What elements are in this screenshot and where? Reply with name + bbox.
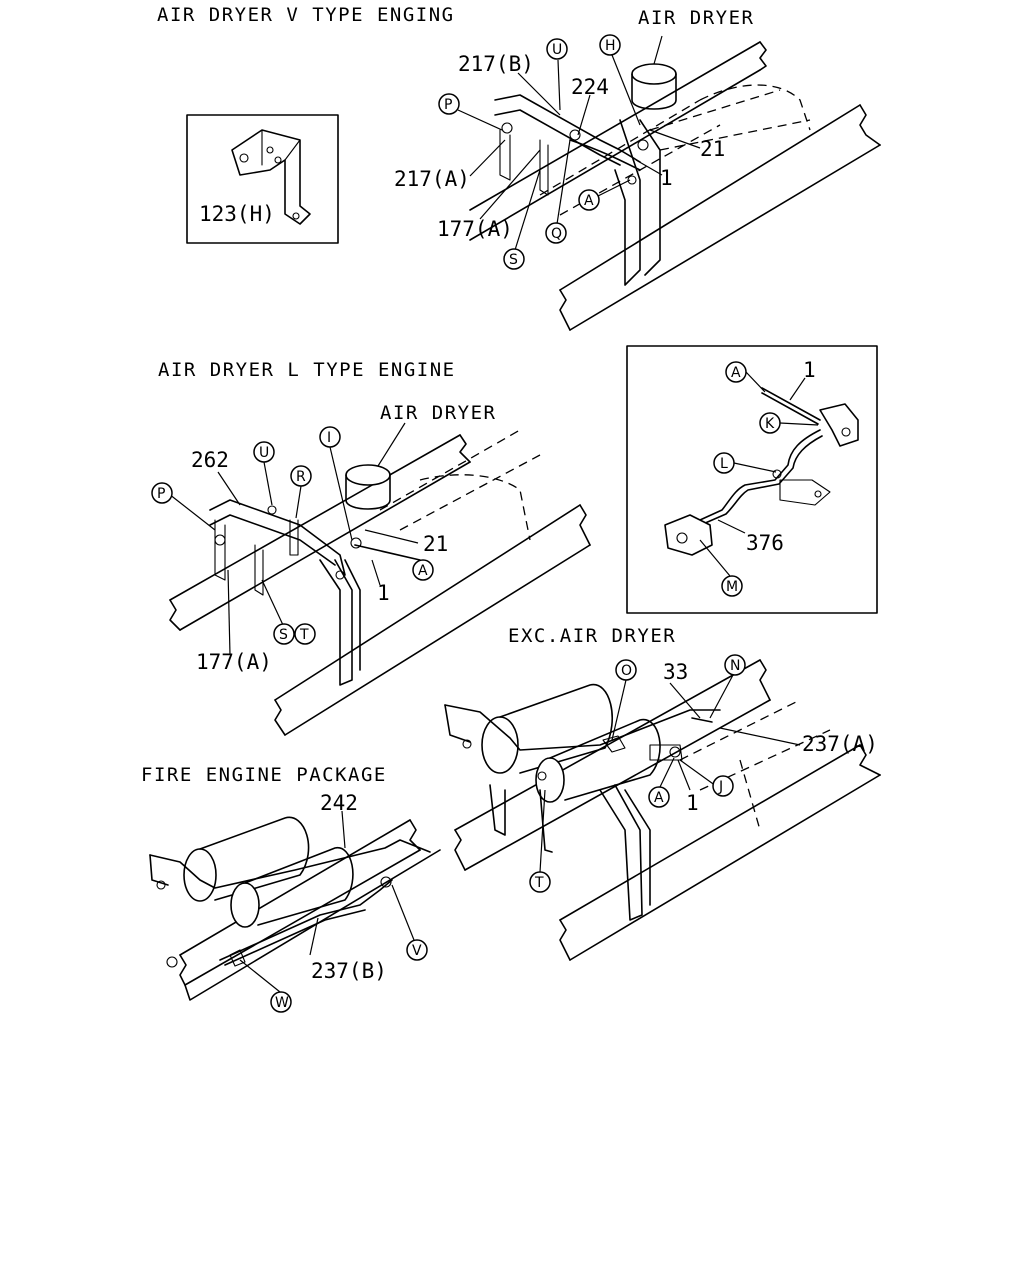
svg-text:I: I	[327, 430, 331, 446]
svg-text:A: A	[584, 193, 594, 209]
part-262: 262	[191, 448, 229, 472]
part-237a: 237(A)	[802, 732, 878, 756]
svg-text:L: L	[720, 456, 728, 472]
frame-exc	[444, 659, 881, 961]
callout-e-o: O	[615, 659, 637, 681]
callout-d-a: A	[725, 361, 747, 383]
bracket-123h-drawing	[231, 129, 311, 225]
part-1-exc: 1	[686, 791, 699, 815]
callout-l-r: R	[290, 465, 312, 487]
callout-d-m: M	[721, 575, 743, 597]
part-123h: 123(H)	[199, 202, 275, 226]
svg-text:A: A	[731, 365, 741, 381]
section-title-l-type: AIR DRYER L TYPE ENGINE	[158, 359, 456, 381]
part-177a-v: 177(A)	[437, 217, 513, 241]
callout-v-a: A	[578, 189, 600, 211]
svg-text:T: T	[299, 627, 309, 643]
part-1-l: 1	[377, 581, 390, 605]
svg-text:Q: Q	[551, 226, 562, 242]
part-1-detail: 1	[803, 358, 816, 382]
section-exc-air-dryer: EXC.AIR DRYER	[444, 625, 881, 961]
svg-text:U: U	[259, 445, 269, 461]
section-title-v-type: AIR DRYER V TYPE ENGING	[157, 4, 455, 26]
callout-l-i: I	[319, 426, 341, 448]
svg-text:W: W	[275, 995, 289, 1011]
part-224: 224	[571, 75, 609, 99]
frame-fire	[149, 816, 441, 1001]
svg-text:P: P	[444, 97, 452, 113]
svg-text:S: S	[509, 252, 518, 268]
callout-e-j: J	[712, 775, 734, 797]
part-376: 376	[746, 531, 784, 555]
callout-v-h: H	[599, 34, 621, 56]
callout-l-s: S	[273, 623, 295, 645]
section-title-fire: FIRE ENGINE PACKAGE	[141, 764, 387, 786]
callout-v-u: U	[546, 38, 568, 60]
callout-v-p: P	[438, 93, 460, 115]
svg-text:M: M	[726, 579, 738, 595]
air-dryer-label-v: AIR DRYER	[638, 7, 754, 29]
svg-text:N: N	[730, 658, 740, 674]
callout-f-v: V	[406, 939, 428, 961]
svg-text:A: A	[418, 563, 428, 579]
callout-d-l: L	[713, 452, 735, 474]
svg-text:K: K	[765, 416, 775, 432]
callout-f-w: W	[270, 991, 292, 1013]
callout-l-u: U	[253, 441, 275, 463]
svg-text:J: J	[718, 779, 723, 795]
section-title-exc: EXC.AIR DRYER	[508, 625, 676, 647]
inset-box-bracket	[186, 114, 339, 244]
callout-l-a: A	[412, 559, 434, 581]
svg-text:V: V	[412, 943, 422, 959]
svg-text:H: H	[605, 38, 616, 54]
callout-l-t: T	[294, 623, 316, 645]
callout-v-s: S	[503, 248, 525, 270]
part-33: 33	[663, 660, 688, 684]
part-21-v: 21	[700, 137, 725, 161]
svg-text:T: T	[534, 875, 544, 891]
part-237b: 237(B)	[311, 959, 387, 983]
svg-text:R: R	[296, 469, 306, 485]
callout-l-p: P	[151, 482, 173, 504]
svg-text:U: U	[552, 42, 562, 58]
detail-box-pipe: 1 376 A K L M	[626, 345, 878, 614]
detail-box-frame	[626, 345, 878, 614]
section-fire-engine: FIRE ENGINE PACKAGE 242 237(B) V	[141, 764, 441, 1013]
callout-e-t: T	[529, 871, 551, 893]
callout-d-k: K	[759, 412, 781, 434]
part-1-v: 1	[660, 166, 673, 190]
part-177a-l: 177(A)	[196, 650, 272, 674]
callout-v-q: Q	[545, 222, 567, 244]
part-242: 242	[320, 791, 358, 815]
callout-e-n: N	[724, 654, 746, 676]
svg-text:S: S	[279, 627, 288, 643]
part-217b: 217(B)	[458, 52, 534, 76]
part-217a: 217(A)	[394, 167, 470, 191]
section-l-type: AIR DRYER L TYPE ENGINE AIR DRYER	[151, 359, 591, 736]
svg-text:P: P	[157, 486, 165, 502]
part-21-l: 21	[423, 532, 448, 556]
section-v-type: AIR DRYER V TYPE ENGING AIR DRYER 123(H)	[157, 4, 881, 331]
svg-text:O: O	[621, 663, 632, 679]
frame-v-type	[469, 41, 881, 331]
callout-e-a: A	[648, 786, 670, 808]
air-dryer-label-l: AIR DRYER	[380, 402, 496, 424]
svg-text:A: A	[654, 790, 664, 806]
